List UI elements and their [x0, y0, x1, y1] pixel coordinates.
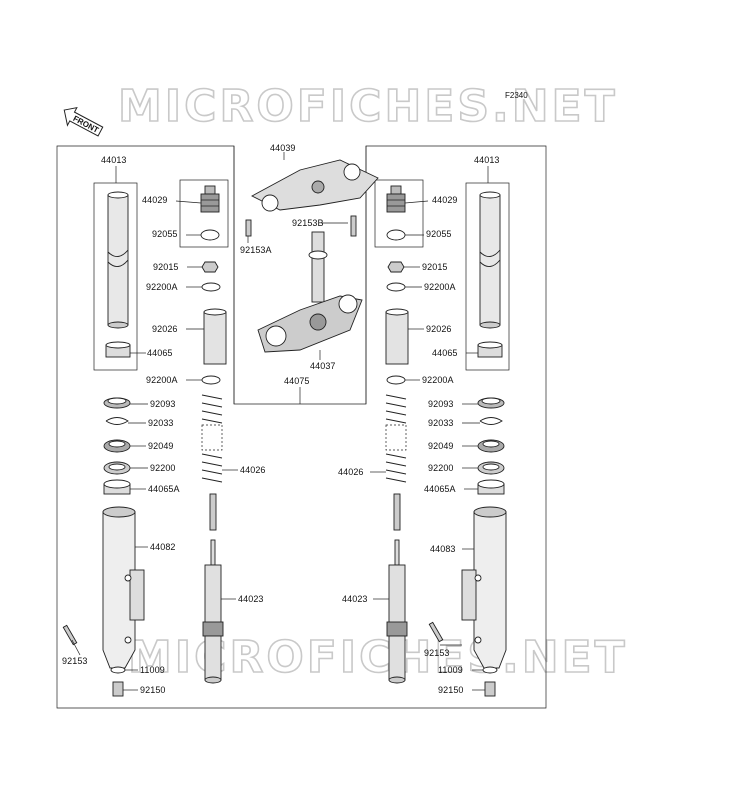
right-bolt-92150	[484, 681, 496, 697]
right-bushing-44065A	[477, 479, 505, 495]
label-44029-right: 44029	[432, 195, 458, 205]
left-spring-44026	[201, 394, 223, 483]
label-92153B: 92153B	[292, 218, 324, 228]
label-44065-left: 44065	[147, 348, 173, 358]
right-rod	[393, 493, 401, 531]
left-damper-44023	[202, 539, 224, 684]
label-11009-left: 11009	[140, 665, 165, 675]
right-bushing-44065	[477, 341, 503, 358]
left-washer-92200A-top	[201, 282, 221, 292]
front-arrow-icon: FRONT	[63, 107, 104, 137]
label-92200A-top-left: 92200A	[146, 282, 178, 292]
right-clip-92033	[479, 417, 503, 425]
right-bolt-92153	[428, 621, 444, 643]
label-92033-left: 92033	[148, 418, 174, 428]
left-fork-cap-44029	[200, 185, 220, 213]
right-outer-tube-44083	[461, 506, 507, 669]
right-washer-92200A-top	[386, 282, 406, 292]
label-92153A: 92153A	[240, 245, 272, 255]
label-11009-right: 11009	[438, 665, 463, 675]
label-92015-right: 92015	[422, 262, 448, 272]
left-44029-box	[179, 179, 229, 248]
label-92150-left: 92150	[140, 685, 166, 695]
label-44082-left: 44082	[150, 542, 176, 552]
upper-bracket-44039	[251, 159, 379, 212]
label-92200A-top-right: 92200A	[424, 282, 456, 292]
label-44083-right: 44083	[430, 544, 456, 554]
label-44013-left: 44013	[101, 155, 127, 165]
left-washer-92200	[103, 461, 131, 475]
left-oring-92055	[200, 229, 220, 241]
right-washer-92200A-mid	[386, 375, 406, 385]
label-44026-right: 44026	[338, 467, 364, 477]
label-92049-left: 92049	[148, 441, 174, 451]
right-44013-box	[465, 182, 510, 371]
label-92093-left: 92093	[150, 399, 176, 409]
label-44039: 44039	[270, 143, 296, 153]
label-44065A-right: 44065A	[424, 484, 456, 494]
left-bushing-44065A	[103, 479, 131, 495]
label-92049-right: 92049	[428, 441, 454, 451]
label-92093-right: 92093	[428, 399, 454, 409]
label-44026-left: 44026	[240, 465, 266, 475]
right-fork-tube-44013	[479, 191, 501, 329]
leader-lines	[71, 152, 489, 691]
label-92200A-mid-right: 92200A	[422, 375, 454, 385]
label-92026-right: 92026	[426, 324, 452, 334]
label-44023-right: 44023	[342, 594, 368, 604]
label-92055-right: 92055	[426, 229, 452, 239]
steering-stem-44037	[257, 231, 363, 353]
left-bushing-44065	[105, 341, 131, 358]
right-oil-seal-92049	[477, 439, 505, 453]
left-outer-tube-44082	[102, 506, 145, 669]
right-nut-92015	[387, 261, 405, 273]
label-44037: 44037	[310, 361, 336, 371]
label-44065A-left: 44065A	[148, 484, 180, 494]
label-92055-left: 92055	[152, 229, 178, 239]
right-44029-box	[374, 179, 424, 248]
label-92015-left: 92015	[153, 262, 179, 272]
watermark-top: MICROFICHES.NET	[118, 81, 618, 132]
right-spacer-92026	[385, 308, 409, 365]
label-92200A-mid-left: 92200A	[146, 375, 178, 385]
part-labels: 44013 44013 44029 44029 92055 92055 9201…	[62, 143, 500, 695]
label-92150-right: 92150	[438, 685, 464, 695]
right-oring-92055	[386, 229, 406, 241]
left-oil-seal-92049	[103, 439, 131, 453]
diagram-code: F2340	[505, 91, 528, 100]
left-44013-box	[93, 182, 138, 371]
left-nut-92015	[201, 261, 219, 273]
watermark-bottom: MICROFICHES.NET	[128, 632, 628, 683]
label-44023-left: 44023	[238, 594, 264, 604]
bolt-92153A	[245, 219, 252, 237]
right-gasket-11009	[482, 666, 498, 674]
label-92033-right: 92033	[428, 418, 454, 428]
bolt-92153B	[350, 215, 357, 237]
left-spacer-92026	[203, 308, 227, 365]
label-92200-right: 92200	[428, 463, 454, 473]
label-92200-left: 92200	[150, 463, 176, 473]
left-clip-92033	[105, 417, 129, 425]
left-gasket-11009	[110, 666, 126, 674]
left-washer-92200A-mid	[201, 375, 221, 385]
label-92153-right: 92153	[424, 648, 450, 658]
label-44075: 44075	[284, 376, 310, 386]
right-spring-44026	[385, 394, 407, 483]
right-washer-92200	[477, 461, 505, 475]
label-44065-right: 44065	[432, 348, 458, 358]
left-rod	[209, 493, 217, 531]
left-dust-seal-92093	[103, 397, 131, 409]
left-bolt-92150	[112, 681, 124, 697]
left-fork-tube-44013	[107, 191, 129, 329]
left-bolt-92153	[62, 624, 78, 646]
label-44013-right: 44013	[474, 155, 500, 165]
label-92026-left: 92026	[152, 324, 178, 334]
right-fork-cap-44029	[386, 185, 406, 213]
label-92153-left: 92153	[62, 656, 88, 666]
right-dust-seal-92093	[477, 397, 505, 409]
right-damper-44023	[386, 539, 408, 684]
label-44029-left: 44029	[142, 195, 168, 205]
